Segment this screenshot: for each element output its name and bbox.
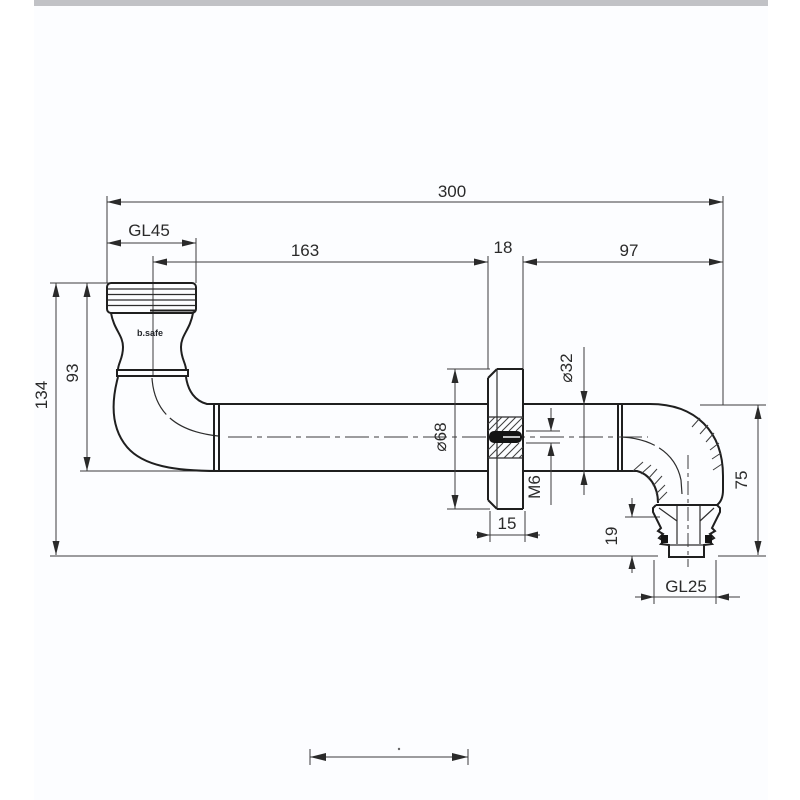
right-elbow — [621, 403, 724, 506]
dim-19: 19 — [602, 498, 636, 573]
scale-bar — [309, 747, 469, 765]
pipe — [218, 403, 648, 472]
flange-hatching — [487, 416, 524, 459]
dim-18-label: 18 — [494, 238, 513, 257]
dim-gl25-label: GL25 — [665, 577, 707, 596]
dim-163-label: 163 — [291, 241, 319, 260]
dim-15-label: 15 — [498, 514, 517, 533]
top-border-bar — [34, 0, 768, 6]
dim-75-label: 75 — [732, 471, 751, 490]
dim-300: 300 — [107, 182, 723, 206]
dim-d32: ⌀32 — [557, 347, 588, 495]
dim-134-label: 134 — [32, 381, 51, 409]
dim-93: 93 — [63, 283, 91, 471]
dim-15: 15 — [476, 514, 540, 539]
gl45-fitting: b.safe — [106, 282, 197, 377]
dim-d68: ⌀68 — [431, 369, 459, 509]
dim-93-label: 93 — [63, 364, 82, 383]
dim-97-label: 97 — [620, 241, 639, 260]
dim-m6: M6 — [525, 408, 555, 505]
flange — [487, 368, 524, 510]
dim-m6-label: M6 — [525, 475, 544, 499]
dim-gl45-label: GL45 — [128, 221, 170, 240]
dim-19-label: 19 — [602, 527, 621, 546]
dim-d68-label: ⌀68 — [431, 422, 450, 451]
part-logo: b.safe — [137, 328, 163, 338]
left-elbow — [112, 376, 220, 472]
dim-300-label: 300 — [438, 182, 466, 201]
dim-75: 75 — [732, 405, 762, 555]
dim-134: 134 — [32, 283, 60, 555]
gl25-outlet — [652, 455, 721, 567]
extension-lines — [50, 196, 766, 604]
dim-gl25: GL25 — [635, 577, 740, 601]
dim-163-18-97: 163 18 97 — [153, 238, 723, 266]
dim-gl45: GL45 — [107, 221, 196, 247]
elbow-hatch-ticks — [632, 417, 723, 502]
dim-d32-label: ⌀32 — [557, 353, 576, 382]
seal-ring-right — [705, 535, 712, 543]
seal-ring-left — [661, 535, 668, 543]
